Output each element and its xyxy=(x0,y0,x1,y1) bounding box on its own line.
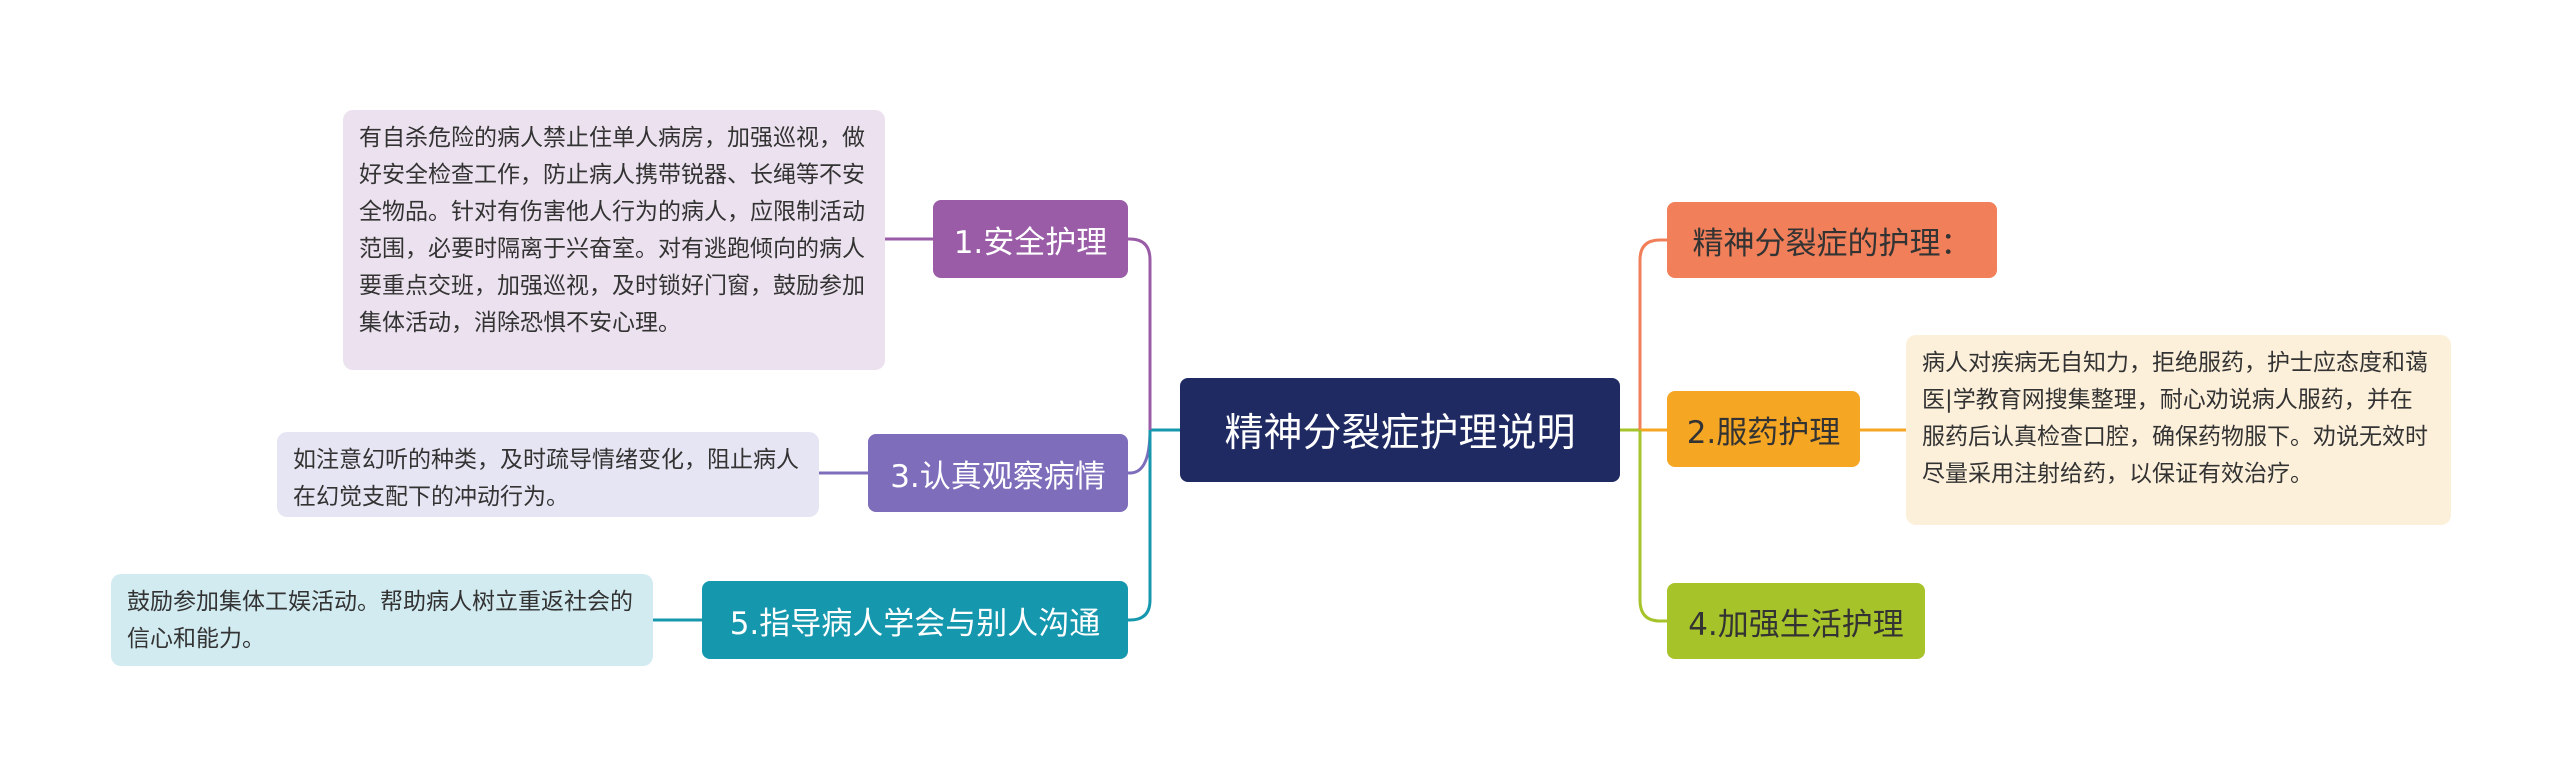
note-safety-text: 有自杀危险的病人禁止住单人病房，加强巡视，做好安全检查工作，防止病人携带锐器、长… xyxy=(359,125,865,336)
note-observe-text: 如注意幻听的种类，及时疏导情绪变化，阻止病人在幻觉支配下的冲动行为。 xyxy=(293,447,799,510)
connector-left-safety xyxy=(1128,237,1152,430)
note-communicate-text: 鼓励参加集体工娱活动。帮助病人树立重返社会的信心和能力。 xyxy=(127,589,633,652)
root-topic-label: 精神分裂症护理说明 xyxy=(1224,411,1576,456)
branch-observe-label: 3.认真观察病情 xyxy=(890,458,1106,495)
branch-safety-label: 1.安全护理 xyxy=(953,224,1108,261)
branch-communicate[interactable]: 5.指导病人学会与别人沟通 xyxy=(702,581,1128,659)
branch-medication-label: 2.服药护理 xyxy=(1686,414,1841,451)
branch-safety[interactable]: 1.安全护理 xyxy=(933,200,1128,278)
note-observe[interactable]: 如注意幻听的种类，及时疏导情绪变化，阻止病人在幻觉支配下的冲动行为。 xyxy=(277,432,819,517)
note-medication-text: 病人对疾病无自知力，拒绝服药，护士应态度和蔼医|学教育网搜集整理，耐心劝说病人服… xyxy=(1922,350,2428,487)
branch-care-label: 精神分裂症的护理： xyxy=(1692,225,1972,262)
note-communicate[interactable]: 鼓励参加集体工娱活动。帮助病人树立重返社会的信心和能力。 xyxy=(111,574,653,666)
branch-observe[interactable]: 3.认真观察病情 xyxy=(868,434,1128,512)
connector-left-observe xyxy=(1128,429,1152,475)
note-safety[interactable]: 有自杀危险的病人禁止住单人病房，加强巡视，做好安全检查工作，防止病人携带锐器、长… xyxy=(343,110,885,370)
connector-right-care xyxy=(1638,238,1667,430)
branch-care[interactable]: 精神分裂症的护理： xyxy=(1667,202,1997,278)
branch-communicate-label: 5.指导病人学会与别人沟通 xyxy=(729,605,1101,642)
connector-right-living xyxy=(1638,430,1667,623)
note-medication[interactable]: 病人对疾病无自知力，拒绝服药，护士应态度和蔼医|学教育网搜集整理，耐心劝说病人服… xyxy=(1906,335,2451,525)
branch-living[interactable]: 4.加强生活护理 xyxy=(1667,583,1925,659)
branch-medication[interactable]: 2.服药护理 xyxy=(1667,391,1860,467)
branch-living-label: 4.加强生活护理 xyxy=(1688,606,1904,643)
root-topic[interactable]: 精神分裂症护理说明 xyxy=(1180,378,1620,482)
connector-left-communicate xyxy=(1128,430,1152,622)
